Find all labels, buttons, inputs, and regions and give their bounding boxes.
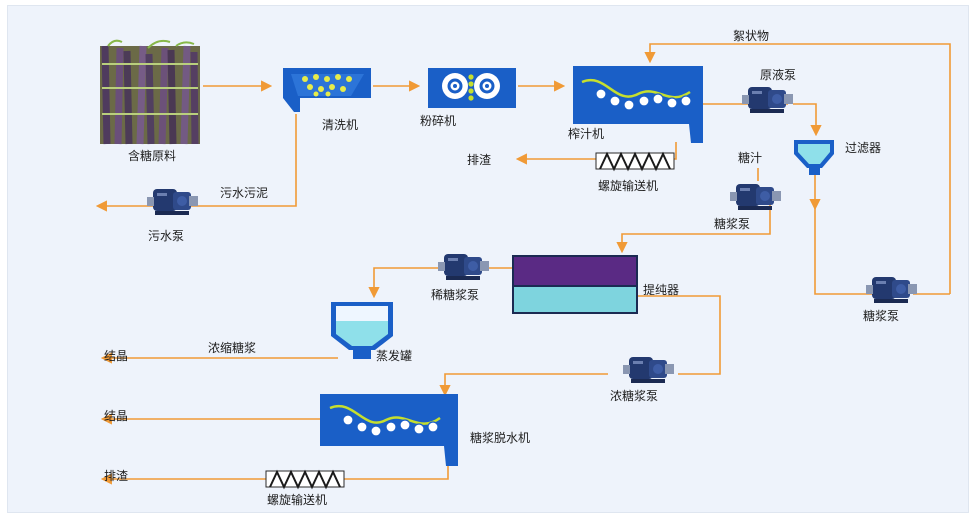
- arrow-syrup-to-purifier: [616, 202, 771, 254]
- label-sewage-pump: 污水泵: [148, 229, 185, 243]
- arrow-slag-1: [515, 142, 677, 165]
- screw-conveyor-1: [595, 151, 675, 172]
- arrow-pump-to-filter: [793, 103, 822, 137]
- label-screw-conveyor-1: 螺旋输送机: [598, 179, 659, 193]
- label-slag-1: 排渣: [467, 153, 492, 167]
- dilute-syrup-pump-icon: [438, 254, 489, 280]
- arrow-slag-2: [100, 464, 449, 485]
- line-purifier-to-thick-pump: [636, 295, 721, 375]
- label-concentrated-syrup: 浓缩糖浆: [208, 341, 257, 355]
- label-crystallization-1: 结晶: [104, 349, 129, 363]
- flow-canvas: [95, 39, 951, 490]
- crusher-machine: [428, 68, 516, 108]
- label-screw-conveyor-2: 螺旋输送机: [267, 493, 328, 507]
- label-fiber-matter: 絮状物: [733, 29, 770, 43]
- label-syrup-pump-b: 糖浆泵: [863, 309, 900, 323]
- process-flow-diagram: 含糖原料 清洗机 粉碎机 榨汁机 污水污泥 污水泵 排渣 螺旋输送机 絮状物 原…: [7, 5, 969, 513]
- label-dilute-syrup-pump: 稀糖浆泵: [431, 288, 480, 302]
- screw-conveyor-2: [265, 469, 345, 490]
- label-wastewater-sludge: 污水污泥: [220, 186, 269, 200]
- raw-liquid-pump-icon: [742, 87, 793, 113]
- label-raw-material: 含糖原料: [128, 149, 177, 163]
- sewage-pump-icon: [147, 189, 198, 215]
- washer-machine: [283, 68, 371, 112]
- line-to-syrup-pump-b: [814, 208, 888, 295]
- label-evaporator: 蒸发罐: [376, 349, 413, 363]
- label-purifier: 提纯器: [643, 283, 680, 297]
- arrow-to-evaporator: [368, 267, 440, 299]
- sugarcane-image: [100, 39, 200, 145]
- flow-lines: [95, 43, 951, 485]
- syrup-pump-a-icon: [730, 184, 781, 210]
- syrup-dewatering-machine: [320, 394, 458, 466]
- arrow-fiber-return: [644, 43, 951, 294]
- evaporator-tank: [331, 302, 393, 359]
- label-syrup-dewatering: 糖浆脱水机: [470, 431, 531, 445]
- label-filter: 过滤器: [845, 141, 882, 155]
- filter-vessel: [794, 140, 834, 175]
- label-crusher: 粉碎机: [420, 114, 457, 128]
- label-juicer: 榨汁机: [568, 127, 605, 141]
- thick-syrup-pump-icon: [623, 357, 674, 383]
- juicer-machine: [573, 66, 703, 143]
- label-slag-2: 排渣: [104, 469, 129, 483]
- label-syrup-pump-a: 糖浆泵: [714, 217, 751, 231]
- label-crystallization-2: 结晶: [104, 409, 129, 423]
- syrup-pump-b-icon: [866, 277, 917, 303]
- label-sugar-juice: 糖汁: [738, 151, 763, 165]
- label-washer: 清洗机: [322, 118, 359, 132]
- label-thick-syrup-pump: 浓糖浆泵: [610, 389, 659, 403]
- arrow-to-dewatering: [439, 373, 608, 397]
- purifier-vessel: [512, 255, 638, 314]
- label-raw-liquid-pump: 原液泵: [760, 68, 797, 82]
